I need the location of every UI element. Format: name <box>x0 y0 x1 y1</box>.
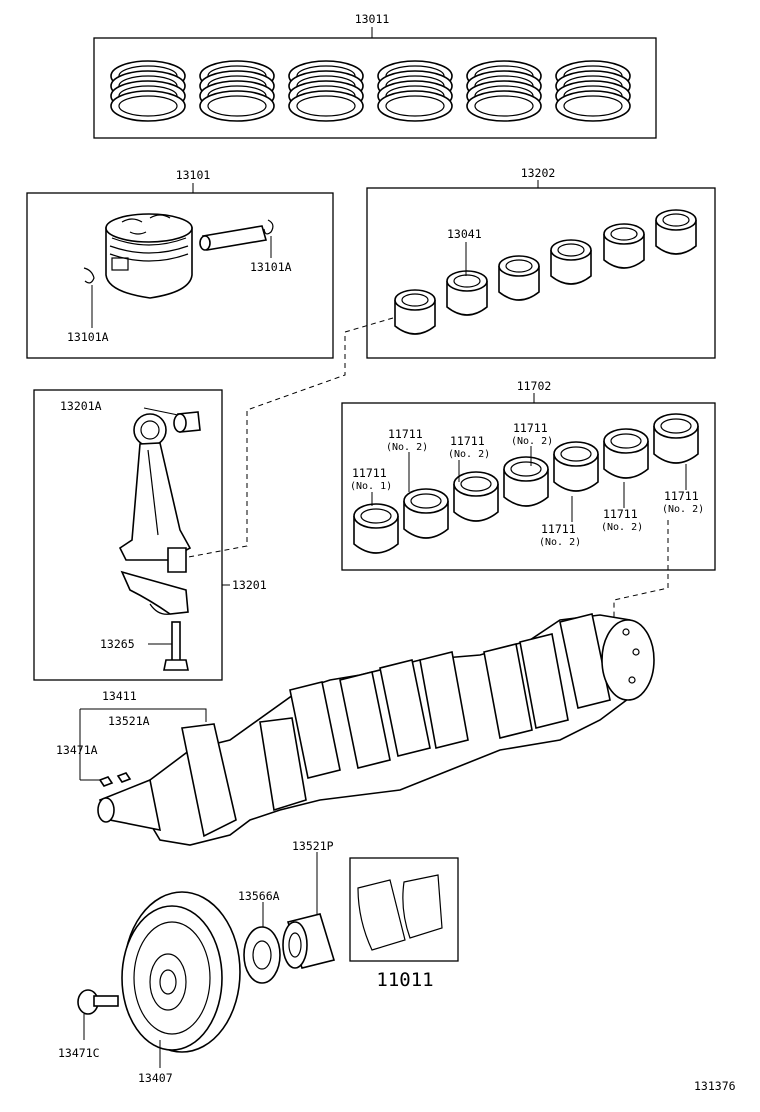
main-bearing-shell <box>603 428 649 479</box>
label-11711-f-note: (No. 2) <box>662 504 704 515</box>
pulley-bolt <box>77 989 119 1040</box>
rod-bearing-shell <box>603 223 645 269</box>
label-11711-a: 11711 <box>388 427 423 441</box>
piston-rings-box <box>93 37 657 139</box>
label-13521a: 13521A <box>108 714 150 728</box>
main-bearing-shell <box>553 441 599 492</box>
main-bearing-shell <box>403 488 449 539</box>
piston <box>105 213 193 299</box>
label-11711-a-note: (No. 2) <box>386 442 428 453</box>
piston-ring-stack <box>377 60 453 122</box>
oil-slinger <box>243 902 281 984</box>
label-13201: 13201 <box>232 578 267 592</box>
label-11711-f: 11711 <box>664 489 699 503</box>
label-11711-d: 11711 <box>541 522 576 536</box>
piston-ring-stack <box>199 60 275 122</box>
snap-ring-left <box>83 267 95 284</box>
label-13471c: 13471C <box>58 1046 100 1060</box>
connecting-rod <box>118 413 192 615</box>
diagram-id: 131376 <box>694 1079 736 1093</box>
crank-key <box>98 776 114 787</box>
label-11711-c-note: (No. 2) <box>511 436 553 447</box>
piston-rings-group <box>93 27 657 139</box>
piston-ring-stack <box>110 60 186 122</box>
connecting-rod-box <box>33 389 223 681</box>
rod-bearing-shell <box>655 209 697 255</box>
connecting-rod-group <box>33 389 230 681</box>
main-bearing-box <box>341 402 716 571</box>
crank-pulley <box>121 891 241 1068</box>
label-13471a: 13471A <box>56 743 98 757</box>
label-11711-e-note: (No. 2) <box>601 522 643 533</box>
label-13265: 13265 <box>100 637 135 651</box>
piston-ring-stack <box>466 60 542 122</box>
label-11711-b-note: (No. 2) <box>448 449 490 460</box>
label-13011: 13011 <box>355 12 390 26</box>
label-11711-b: 11711 <box>450 434 485 448</box>
label-11711-e: 11711 <box>603 507 638 521</box>
crankshaft <box>79 613 655 846</box>
piston-box <box>26 192 334 359</box>
label-11711-c: 11711 <box>513 421 548 435</box>
label-13521p: 13521P <box>292 839 334 853</box>
rod-bearing-shell <box>394 289 436 335</box>
main-bearing-shell <box>503 456 549 507</box>
label-13101a-right: 13101A <box>250 260 292 274</box>
rod-bearing-shell <box>550 239 592 285</box>
label-11011: 11011 <box>376 969 433 991</box>
label-13101: 13101 <box>176 168 211 182</box>
main-bearing-shell <box>653 413 699 464</box>
timing-gear <box>282 852 336 969</box>
rod-bearing-shell <box>498 255 540 301</box>
label-13201a: 13201A <box>60 399 102 413</box>
label-13101a-left: 13101A <box>67 330 109 344</box>
gasket-kit-box <box>349 857 459 962</box>
label-11711-d-note: (No. 2) <box>539 537 581 548</box>
label-11702: 11702 <box>517 379 552 393</box>
rod-bushing <box>173 411 201 433</box>
label-13202: 13202 <box>521 166 556 180</box>
piston-ring-stack <box>555 60 631 122</box>
main-bearing-shell <box>453 471 499 522</box>
label-13407: 13407 <box>138 1071 173 1085</box>
label-13566a: 13566A <box>238 889 280 903</box>
rod-bearing-box <box>366 187 716 359</box>
rod-bolt <box>163 621 189 671</box>
label-11711-no1-note: (No. 1) <box>350 481 392 492</box>
snap-ring-right <box>263 219 274 235</box>
piston-ring-stack <box>288 60 364 122</box>
rod-bearing-group <box>366 180 716 359</box>
label-13411: 13411 <box>102 689 137 703</box>
gasket-kit <box>349 857 459 962</box>
piston-pin <box>199 225 268 251</box>
label-13041: 13041 <box>447 227 482 241</box>
piston-group <box>26 183 334 359</box>
label-11711-no1: 11711 <box>352 466 387 480</box>
main-bearing-group <box>341 393 716 571</box>
main-bearing-shell <box>353 503 399 554</box>
rod-bearing-shell <box>446 270 488 316</box>
